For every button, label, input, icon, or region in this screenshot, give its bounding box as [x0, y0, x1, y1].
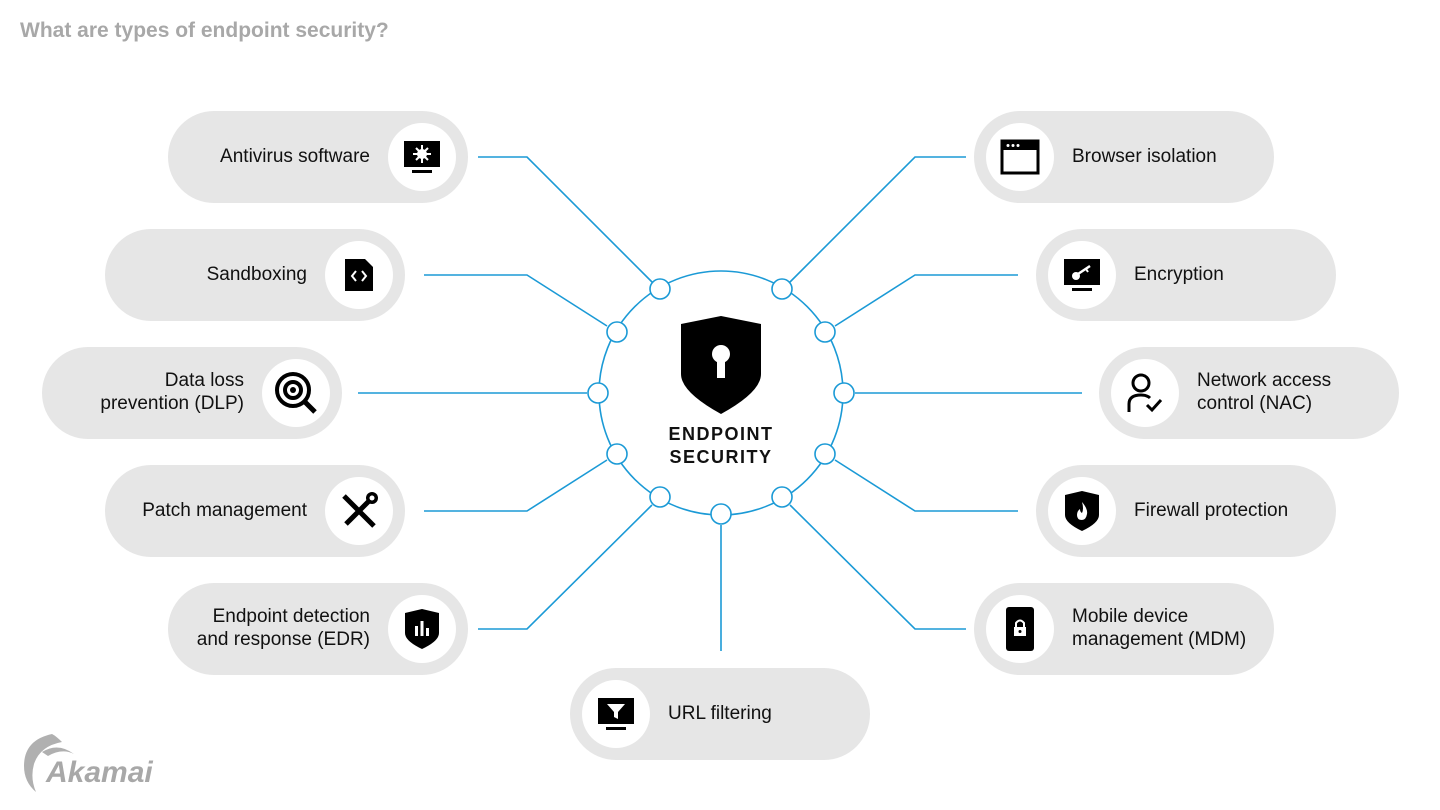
item-label: Firewall protection: [1134, 500, 1289, 521]
eye-magnifier-icon: [262, 359, 330, 427]
hub-node: [833, 382, 855, 404]
item-firewall: Firewall protection: [1036, 465, 1336, 557]
shield-chart-icon: [388, 595, 456, 663]
connector-firewall: [834, 459, 1018, 512]
code-file-icon: [325, 241, 393, 309]
connector-patch: [424, 459, 608, 512]
item-antivirus: Antivirus software: [168, 111, 468, 203]
user-check-icon: [1111, 359, 1179, 427]
monitor-key-icon: [1048, 241, 1116, 309]
connector-antivirus: [478, 156, 653, 283]
hub-node: [587, 382, 609, 404]
item-edr: Endpoint detection and response (EDR): [168, 583, 468, 675]
shield-keyhole-icon: [681, 316, 761, 414]
connector-encryption: [834, 274, 1018, 327]
connector-edr: [478, 504, 653, 630]
connector-mdm: [789, 504, 966, 630]
hub-node: [771, 278, 793, 300]
tools-icon: [325, 477, 393, 545]
item-label: URL filtering: [668, 703, 772, 724]
item-mdm: Mobile device management (MDM): [974, 583, 1274, 675]
item-label: Mobile device management (MDM): [1072, 606, 1247, 650]
item-url-filtering: URL filtering: [570, 668, 870, 760]
item-dlp: Data loss prevention (DLP): [42, 347, 342, 439]
item-label: Antivirus software: [220, 146, 370, 167]
hub-node: [606, 321, 628, 343]
hub-node: [814, 321, 836, 343]
hub-node: [649, 486, 671, 508]
item-label: Sandboxing: [206, 264, 307, 285]
item-label: Encryption: [1134, 264, 1224, 285]
hub-node: [710, 503, 732, 525]
akamai-logo: Akamai: [24, 734, 153, 792]
monitor-filter-icon: [582, 680, 650, 748]
connector-browser: [789, 156, 966, 283]
shield-flame-icon: [1048, 477, 1116, 545]
connector-sandboxing: [424, 274, 608, 327]
page-title: What are types of endpoint security?: [20, 19, 389, 42]
hub-node: [814, 443, 836, 465]
item-label: Browser isolation: [1072, 146, 1217, 167]
item-label: Endpoint detection and response (EDR): [196, 606, 370, 650]
item-nac: Network access control (NAC): [1099, 347, 1399, 439]
svg-text:Akamai: Akamai: [45, 756, 153, 789]
item-label: Data loss prevention (DLP): [100, 370, 244, 414]
hub-node: [606, 443, 628, 465]
item-label: Network access control (NAC): [1197, 370, 1332, 414]
center-label-line1: ENDPOINT: [668, 424, 774, 444]
browser-window-icon: [986, 123, 1054, 191]
phone-lock-icon: [986, 595, 1054, 663]
item-sandboxing: Sandboxing: [105, 229, 405, 321]
item-patch-management: Patch management: [105, 465, 405, 557]
center-label: ENDPOINT SECURITY: [621, 423, 821, 469]
item-browser-isolation: Browser isolation: [974, 111, 1274, 203]
item-encryption: Encryption: [1036, 229, 1336, 321]
hub-node: [649, 278, 671, 300]
monitor-virus-icon: [388, 123, 456, 191]
hub-node: [771, 486, 793, 508]
item-label: Patch management: [142, 500, 307, 521]
center-label-line2: SECURITY: [669, 447, 773, 467]
